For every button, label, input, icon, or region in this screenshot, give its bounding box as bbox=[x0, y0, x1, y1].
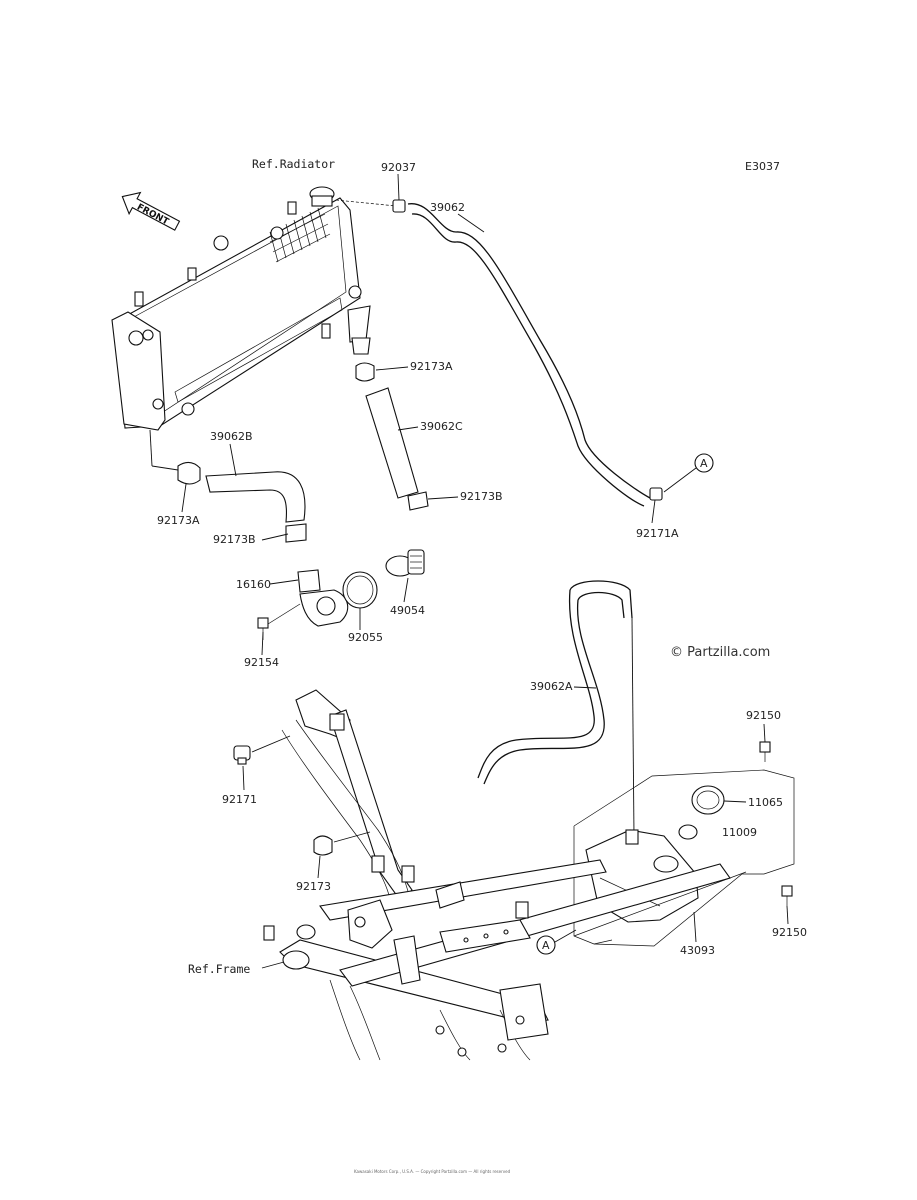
hose-39062c bbox=[351, 337, 429, 511]
thermostat-housing-16160 bbox=[267, 569, 349, 627]
front-arrow-label: FRONT bbox=[135, 202, 171, 227]
label-39062C: 39062C bbox=[420, 420, 463, 433]
label-92154: 92154 bbox=[244, 656, 279, 669]
thermostat-49054 bbox=[385, 549, 425, 577]
bolt-92150-top bbox=[759, 741, 771, 762]
label-49054: 49054 bbox=[390, 604, 425, 617]
label-39062B: 39062B bbox=[210, 430, 253, 443]
callout-a-bottom bbox=[536, 935, 556, 955]
frame bbox=[263, 689, 731, 1061]
ref-radiator-label: Ref.Radiator bbox=[252, 157, 335, 171]
callout-a-top-label: A bbox=[700, 457, 708, 470]
label-92173A-top: 92173A bbox=[410, 360, 453, 373]
label-92173B-left: 92173B bbox=[213, 533, 256, 546]
cap-11065 bbox=[691, 785, 725, 815]
gasket-11009 bbox=[678, 824, 698, 840]
label-11009: 11009 bbox=[722, 826, 757, 839]
ref-frame-label: Ref.Frame bbox=[188, 962, 250, 976]
label-92171A: 92171A bbox=[636, 527, 679, 540]
diagram-code: E3037 bbox=[745, 160, 780, 173]
hose-39062a bbox=[477, 580, 633, 785]
label-92150-top: 92150 bbox=[746, 709, 781, 722]
label-92173A-left: 92173A bbox=[157, 514, 200, 527]
label-92037: 92037 bbox=[381, 161, 416, 174]
callout-a-bottom-label: A bbox=[542, 939, 550, 952]
footer-text: Kawasaki Motors Corp., U.S.A. — Copyrigh… bbox=[354, 1169, 511, 1174]
clip-92171 bbox=[233, 745, 251, 765]
bolt-92150-bottom bbox=[781, 885, 793, 906]
label-92173: 92173 bbox=[296, 880, 331, 893]
label-16160: 16160 bbox=[236, 578, 271, 591]
watermark: © Partzilla.com bbox=[670, 645, 770, 660]
label-39062A: 39062A bbox=[530, 680, 573, 693]
label-11065: 11065 bbox=[748, 796, 783, 809]
label-92150-bottom: 92150 bbox=[772, 926, 807, 939]
radiator bbox=[111, 186, 371, 431]
label-92171: 92171 bbox=[222, 793, 257, 806]
front-arrow-icon: FRONT bbox=[121, 191, 181, 231]
o-ring-92055 bbox=[342, 571, 378, 609]
callout-a-top bbox=[694, 453, 714, 473]
clamp-92173 bbox=[313, 835, 333, 856]
hose-39062b bbox=[177, 461, 307, 543]
label-92055: 92055 bbox=[348, 631, 383, 644]
label-43093: 43093 bbox=[680, 944, 715, 957]
overflow-hose-39062 bbox=[335, 199, 663, 507]
label-39062: 39062 bbox=[430, 201, 465, 214]
label-92173B-right: 92173B bbox=[460, 490, 503, 503]
